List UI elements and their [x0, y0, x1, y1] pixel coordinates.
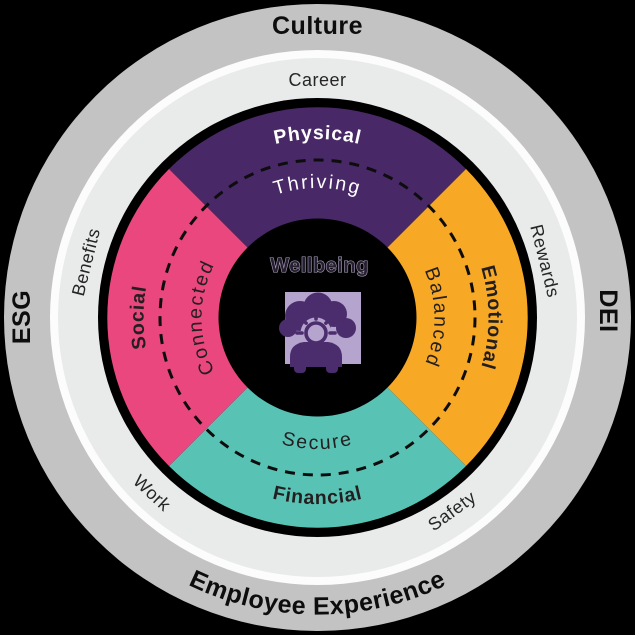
career-label: Career [288, 70, 346, 90]
culture-label: Culture [272, 12, 363, 40]
esg-label: ESG [8, 290, 36, 344]
emotional-sector [387, 169, 528, 466]
dashed-state-circle [158, 158, 477, 477]
social-label: Social [126, 284, 151, 351]
wellbeing-person-icon [279, 292, 361, 373]
dei-label: DEI [594, 289, 622, 332]
physical-sector [169, 107, 466, 248]
financial-sector [169, 387, 466, 528]
social-sector [107, 169, 248, 466]
person-body [290, 342, 342, 373]
wellbeing-title: Wellbeing [270, 255, 369, 277]
